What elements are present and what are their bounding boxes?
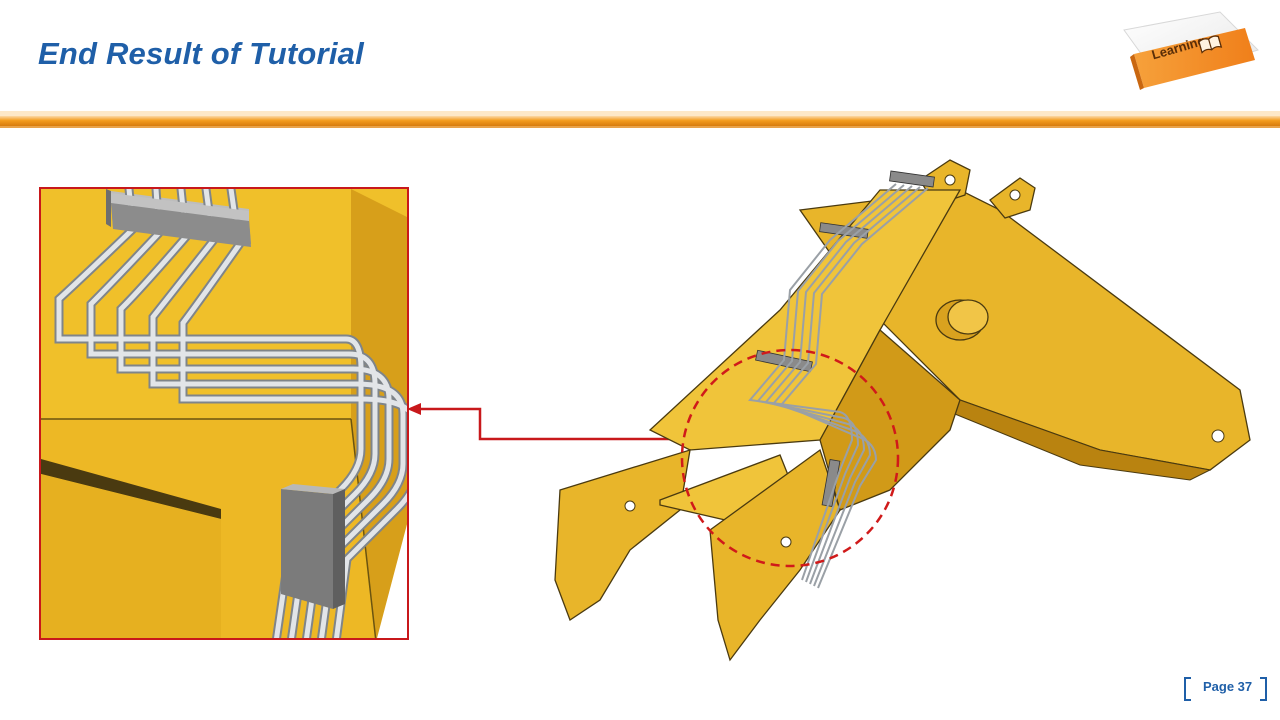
callout-arrow xyxy=(407,403,680,441)
page-number: Page 37 xyxy=(1203,679,1253,694)
open-book-icon xyxy=(1198,35,1223,54)
detail-view-frame xyxy=(39,187,409,640)
pipe-detail-illustration xyxy=(41,189,407,638)
page-number-badge xyxy=(1184,677,1267,701)
slide-title: End Result of Tutorial xyxy=(38,36,364,71)
excavator-arm-model xyxy=(554,159,1251,662)
learning-logo xyxy=(1123,11,1259,90)
header-divider xyxy=(0,111,1280,128)
